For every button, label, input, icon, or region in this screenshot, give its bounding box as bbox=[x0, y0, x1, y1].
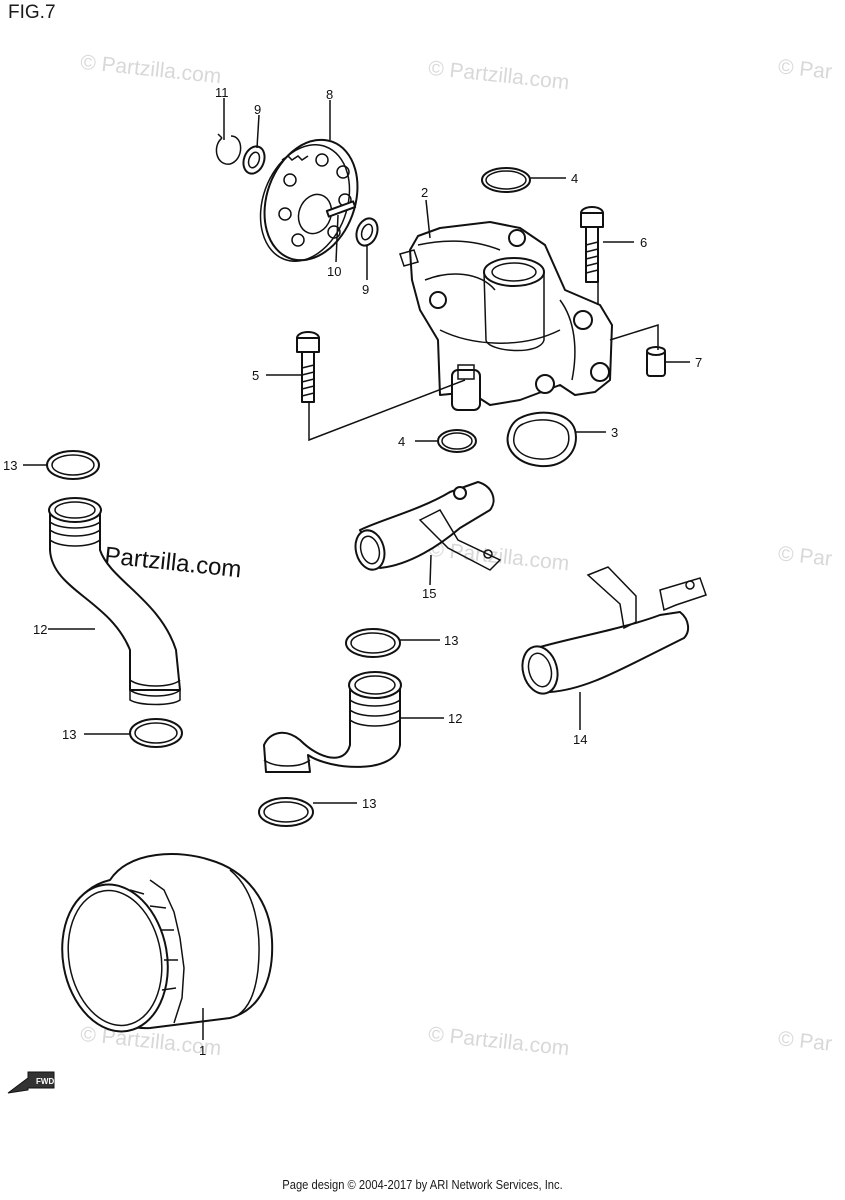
part-4-o-ring bbox=[437, 429, 477, 453]
fwd-arrow-icon: FWD bbox=[7, 1071, 55, 1094]
part-9-washer bbox=[355, 217, 379, 247]
callout-12: 12 bbox=[448, 711, 462, 726]
callout-14: 14 bbox=[573, 732, 587, 747]
callout-6: 6 bbox=[640, 235, 647, 250]
callout-9: 9 bbox=[362, 282, 369, 297]
part-12-pipe bbox=[48, 497, 181, 706]
part-5-bolt bbox=[296, 331, 466, 442]
part-9-washer bbox=[242, 145, 266, 175]
part-8-sprocket bbox=[259, 138, 359, 262]
page-footer: Page design © 2004-2017 by ARI Network S… bbox=[282, 1177, 563, 1192]
part-13-o-ring bbox=[258, 797, 314, 827]
part-12-pipe bbox=[263, 671, 402, 773]
callout-13: 13 bbox=[444, 633, 458, 648]
figure-label: FIG.7 bbox=[8, 2, 56, 23]
callout-13: 13 bbox=[3, 458, 17, 473]
callout-13: 13 bbox=[362, 796, 376, 811]
callout-9: 9 bbox=[254, 102, 261, 117]
part-15-hose bbox=[354, 481, 502, 571]
callout-7: 7 bbox=[695, 355, 702, 370]
part-14-hose bbox=[521, 566, 707, 695]
callout-3: 3 bbox=[611, 425, 618, 440]
callout-5: 5 bbox=[252, 368, 259, 383]
part-1-oil-filter bbox=[61, 853, 274, 1033]
callout-12: 12 bbox=[33, 622, 47, 637]
callout-15: 15 bbox=[422, 586, 436, 601]
part-2-oil-pump bbox=[399, 221, 613, 411]
part-11-circlip bbox=[215, 133, 242, 165]
callout-1: 1 bbox=[199, 1043, 206, 1058]
fwd-label: FWD bbox=[36, 1077, 54, 1086]
callout-8: 8 bbox=[326, 87, 333, 102]
callout-10: 10 bbox=[327, 264, 341, 279]
callout-4: 4 bbox=[398, 434, 405, 449]
part-6-bolt bbox=[580, 206, 604, 305]
part-3-gasket bbox=[506, 411, 577, 468]
part-13-o-ring bbox=[129, 718, 183, 748]
leader-lines bbox=[23, 98, 690, 1040]
part-13-o-ring bbox=[345, 628, 401, 658]
callout-4: 4 bbox=[571, 171, 578, 186]
part-7-dowel-pin bbox=[609, 323, 666, 377]
callout-13: 13 bbox=[62, 727, 76, 742]
part-4-o-ring bbox=[481, 167, 531, 193]
callout-2: 2 bbox=[421, 185, 428, 200]
part-13-o-ring bbox=[46, 450, 100, 480]
callout-11: 11 bbox=[215, 85, 229, 100]
